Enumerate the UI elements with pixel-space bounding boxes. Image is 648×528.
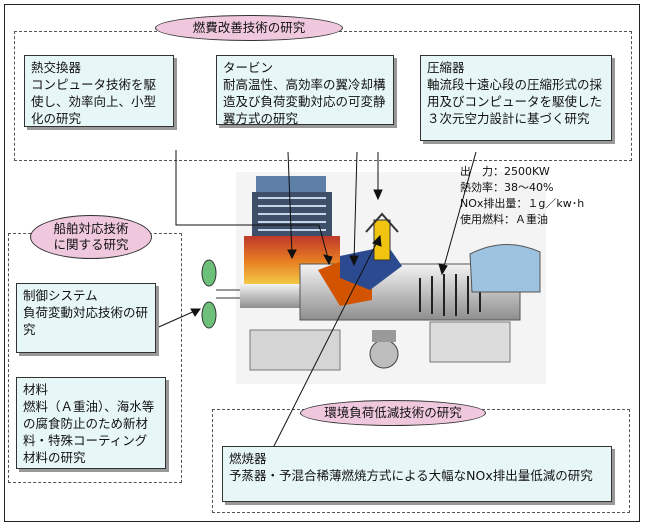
spec-nox: NOx排出量：１g／kw･h: [460, 197, 585, 210]
turbine-title: タービン: [223, 60, 274, 75]
marine-section-title: 船舶対応技術 に関する研究: [30, 215, 152, 259]
turbine-body: 耐高温性、高効率の翼冷却構造及び負荷変動対応の可変静翼方式の研究: [223, 77, 386, 126]
fuel-section-title-text: 燃費改善技術の研究: [192, 20, 306, 35]
outer-frame: [4, 4, 640, 522]
material-title: 材料: [23, 382, 49, 397]
material-card: 材料 燃料（Ａ重油）、海水等の腐食防止のため新材料・特殊コーティング材料の研究: [16, 377, 166, 469]
turbine-card: タービン 耐高温性、高効率の翼冷却構造及び負荷変動対応の可変静翼方式の研究: [216, 55, 394, 126]
combustor-card: 燃焼器 予蒸器・予混合稀薄燃焼方式による大幅なNOx排出量低減の研究: [222, 446, 612, 502]
combustor-body: 予蒸器・予混合稀薄燃焼方式による大幅なNOx排出量低減の研究: [229, 468, 593, 483]
heat-exchanger-title: 熱交換器: [31, 60, 82, 75]
heat-exchanger-body: コンピュータ技術を駆使し、効率向上、小型化の研究: [31, 77, 157, 126]
marine-title-line2: に関する研究: [53, 237, 129, 252]
fuel-section-title: 燃費改善技術の研究: [155, 15, 343, 41]
compressor-card: 圧縮器 軸流段十遠心段の圧縮形式の採用及びコンピュータを駆使した３次元空力設計に…: [420, 55, 612, 141]
environment-section-title: 環境負荷低減技術の研究: [300, 400, 486, 426]
combustor-title: 燃焼器: [229, 451, 267, 466]
spec-output: 出 力：2500KW: [460, 165, 550, 178]
material-body: 燃料（Ａ重油）、海水等の腐食防止のため新材料・特殊コーティング材料の研究: [23, 399, 155, 465]
propeller-icon: [201, 259, 240, 329]
spec-list: 出 力：2500KW 熱効率：38～40% NOx排出量：１g／kw･h 使用燃…: [460, 164, 584, 228]
control-system-body: 負荷変動対応技術の研究: [23, 305, 149, 337]
spec-fuel: 使用燃料：Ａ重油: [460, 213, 548, 226]
connector-lines: [151, 150, 477, 453]
spec-efficiency: 熱効率：38～40%: [460, 181, 554, 194]
heat-exchanger-card: 熱交換器 コンピュータ技術を駆使し、効率向上、小型化の研究: [24, 55, 174, 127]
marine-title-line1: 船舶対応技術: [53, 221, 129, 236]
compressor-body: 軸流段十遠心段の圧縮形式の採用及びコンピュータを駆使した３次元空力設計に基づく研…: [427, 77, 603, 126]
control-system-card: 制御システム 負荷変動対応技術の研究: [16, 283, 156, 353]
environment-section-title-text: 環境負荷低減技術の研究: [324, 405, 462, 420]
control-system-title: 制御システム: [23, 288, 98, 303]
compressor-title: 圧縮器: [427, 60, 465, 75]
